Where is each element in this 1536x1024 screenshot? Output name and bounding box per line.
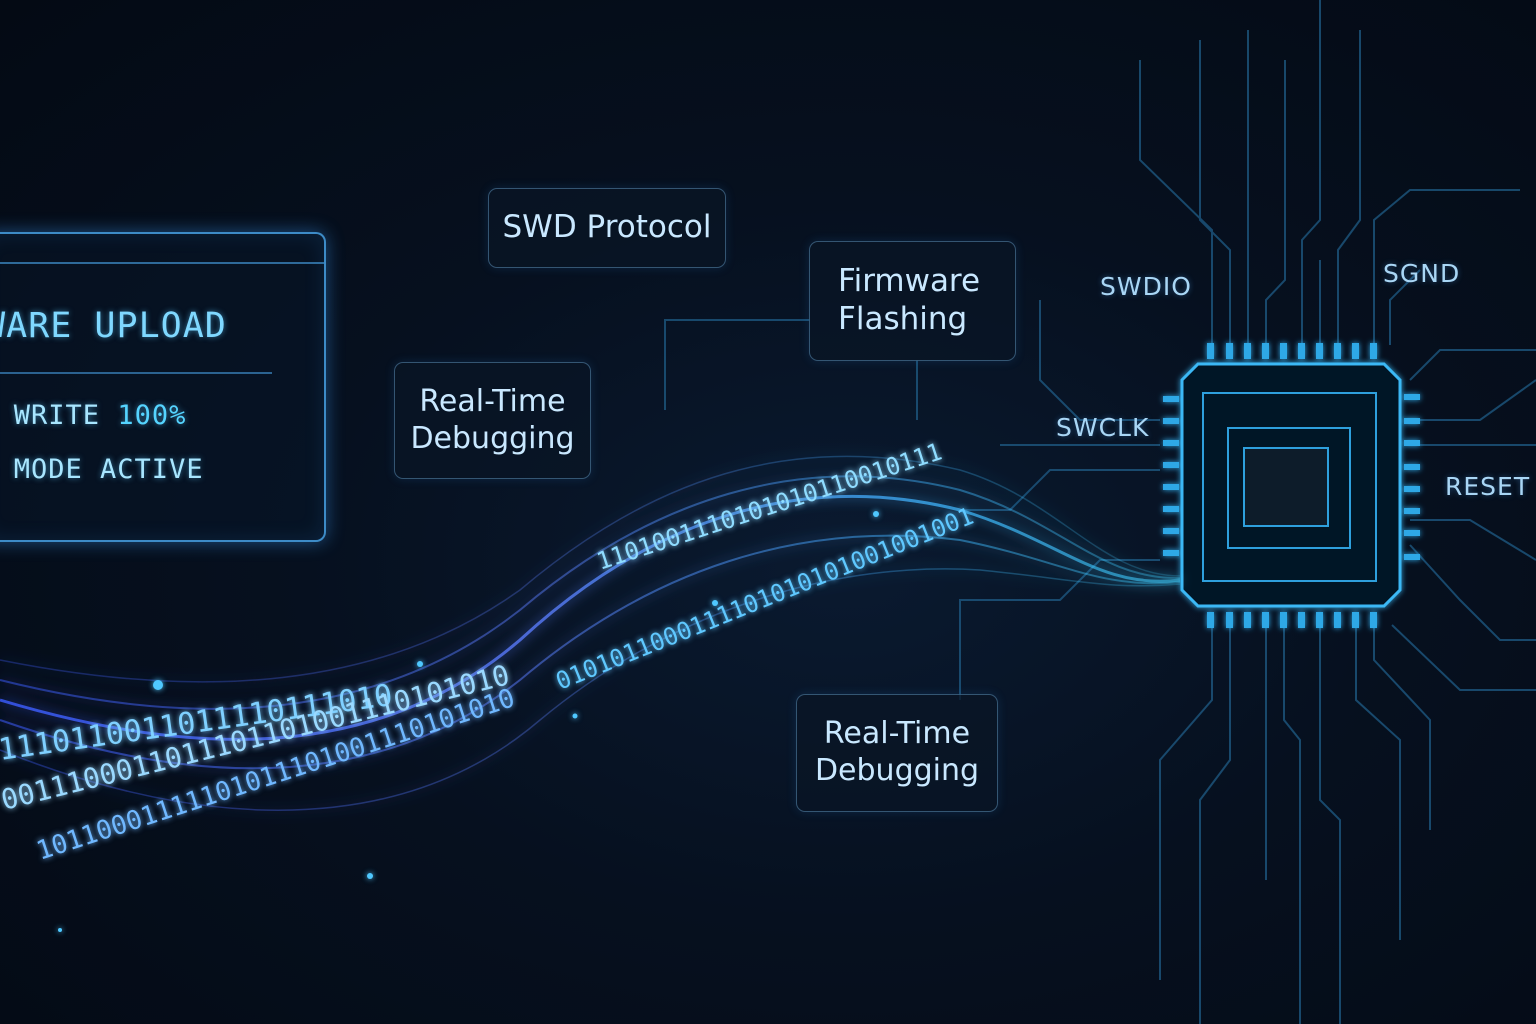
chip-die-middle xyxy=(1227,427,1351,549)
firmware-flashing-line-2: Flashing xyxy=(838,301,968,337)
flash-write-percent: 100% xyxy=(117,400,187,431)
terminal-divider xyxy=(0,372,272,374)
chip-pins-bottom xyxy=(1207,612,1377,628)
realtime-debugging-label-top: Real-Time Debugging xyxy=(394,362,591,479)
firmware-flashing-line-1: Firmware xyxy=(838,263,981,300)
chip-pins-left xyxy=(1163,396,1179,556)
swd-protocol-label: SWD Protocol xyxy=(488,188,726,268)
glow-particles xyxy=(58,511,879,932)
realtime-debugging-bottom-line-1: Real-Time xyxy=(823,716,971,752)
firmware-flashing-label: Firmware Flashing xyxy=(809,241,1016,361)
flash-write-status: SH WRITE 100% xyxy=(0,400,186,431)
pin-label-sgnd: SGND xyxy=(1383,259,1461,288)
realtime-debugging-bottom-line-2: Debugging xyxy=(814,753,980,788)
chip-pins-right xyxy=(1404,394,1420,560)
binary-row-4: 0101011000111101010101001001001 xyxy=(552,502,978,696)
debug-mode-status: UG MODE ACTIVE xyxy=(0,454,204,485)
swd-protocol-text: SWD Protocol xyxy=(502,209,712,246)
data-stream-wave xyxy=(0,455,1181,811)
terminal-title-bar xyxy=(0,262,324,264)
chip-die-outer xyxy=(1202,392,1377,582)
pin-label-swclk: SWCLK xyxy=(1056,413,1150,442)
chip-die-core xyxy=(1243,447,1329,527)
chip-pins-top xyxy=(1207,343,1377,359)
flash-write-label: SH WRITE xyxy=(0,400,101,431)
terminal-heading: MWARE UPLOAD xyxy=(0,306,227,346)
pin-label-reset: RESET xyxy=(1445,472,1531,501)
firmware-upload-terminal: MWARE UPLOAD SH WRITE 100% UG MODE ACTIV… xyxy=(0,232,326,542)
realtime-debugging-label-bottom: Real-Time Debugging xyxy=(796,694,998,812)
circuit-traces xyxy=(664,0,1536,1024)
microcontroller-chip xyxy=(1163,343,1420,628)
pin-label-swdio: SWDIO xyxy=(1100,272,1192,301)
realtime-debugging-top-line-2: Debugging xyxy=(410,420,575,456)
realtime-debugging-top-line-1: Real-Time xyxy=(419,383,566,419)
